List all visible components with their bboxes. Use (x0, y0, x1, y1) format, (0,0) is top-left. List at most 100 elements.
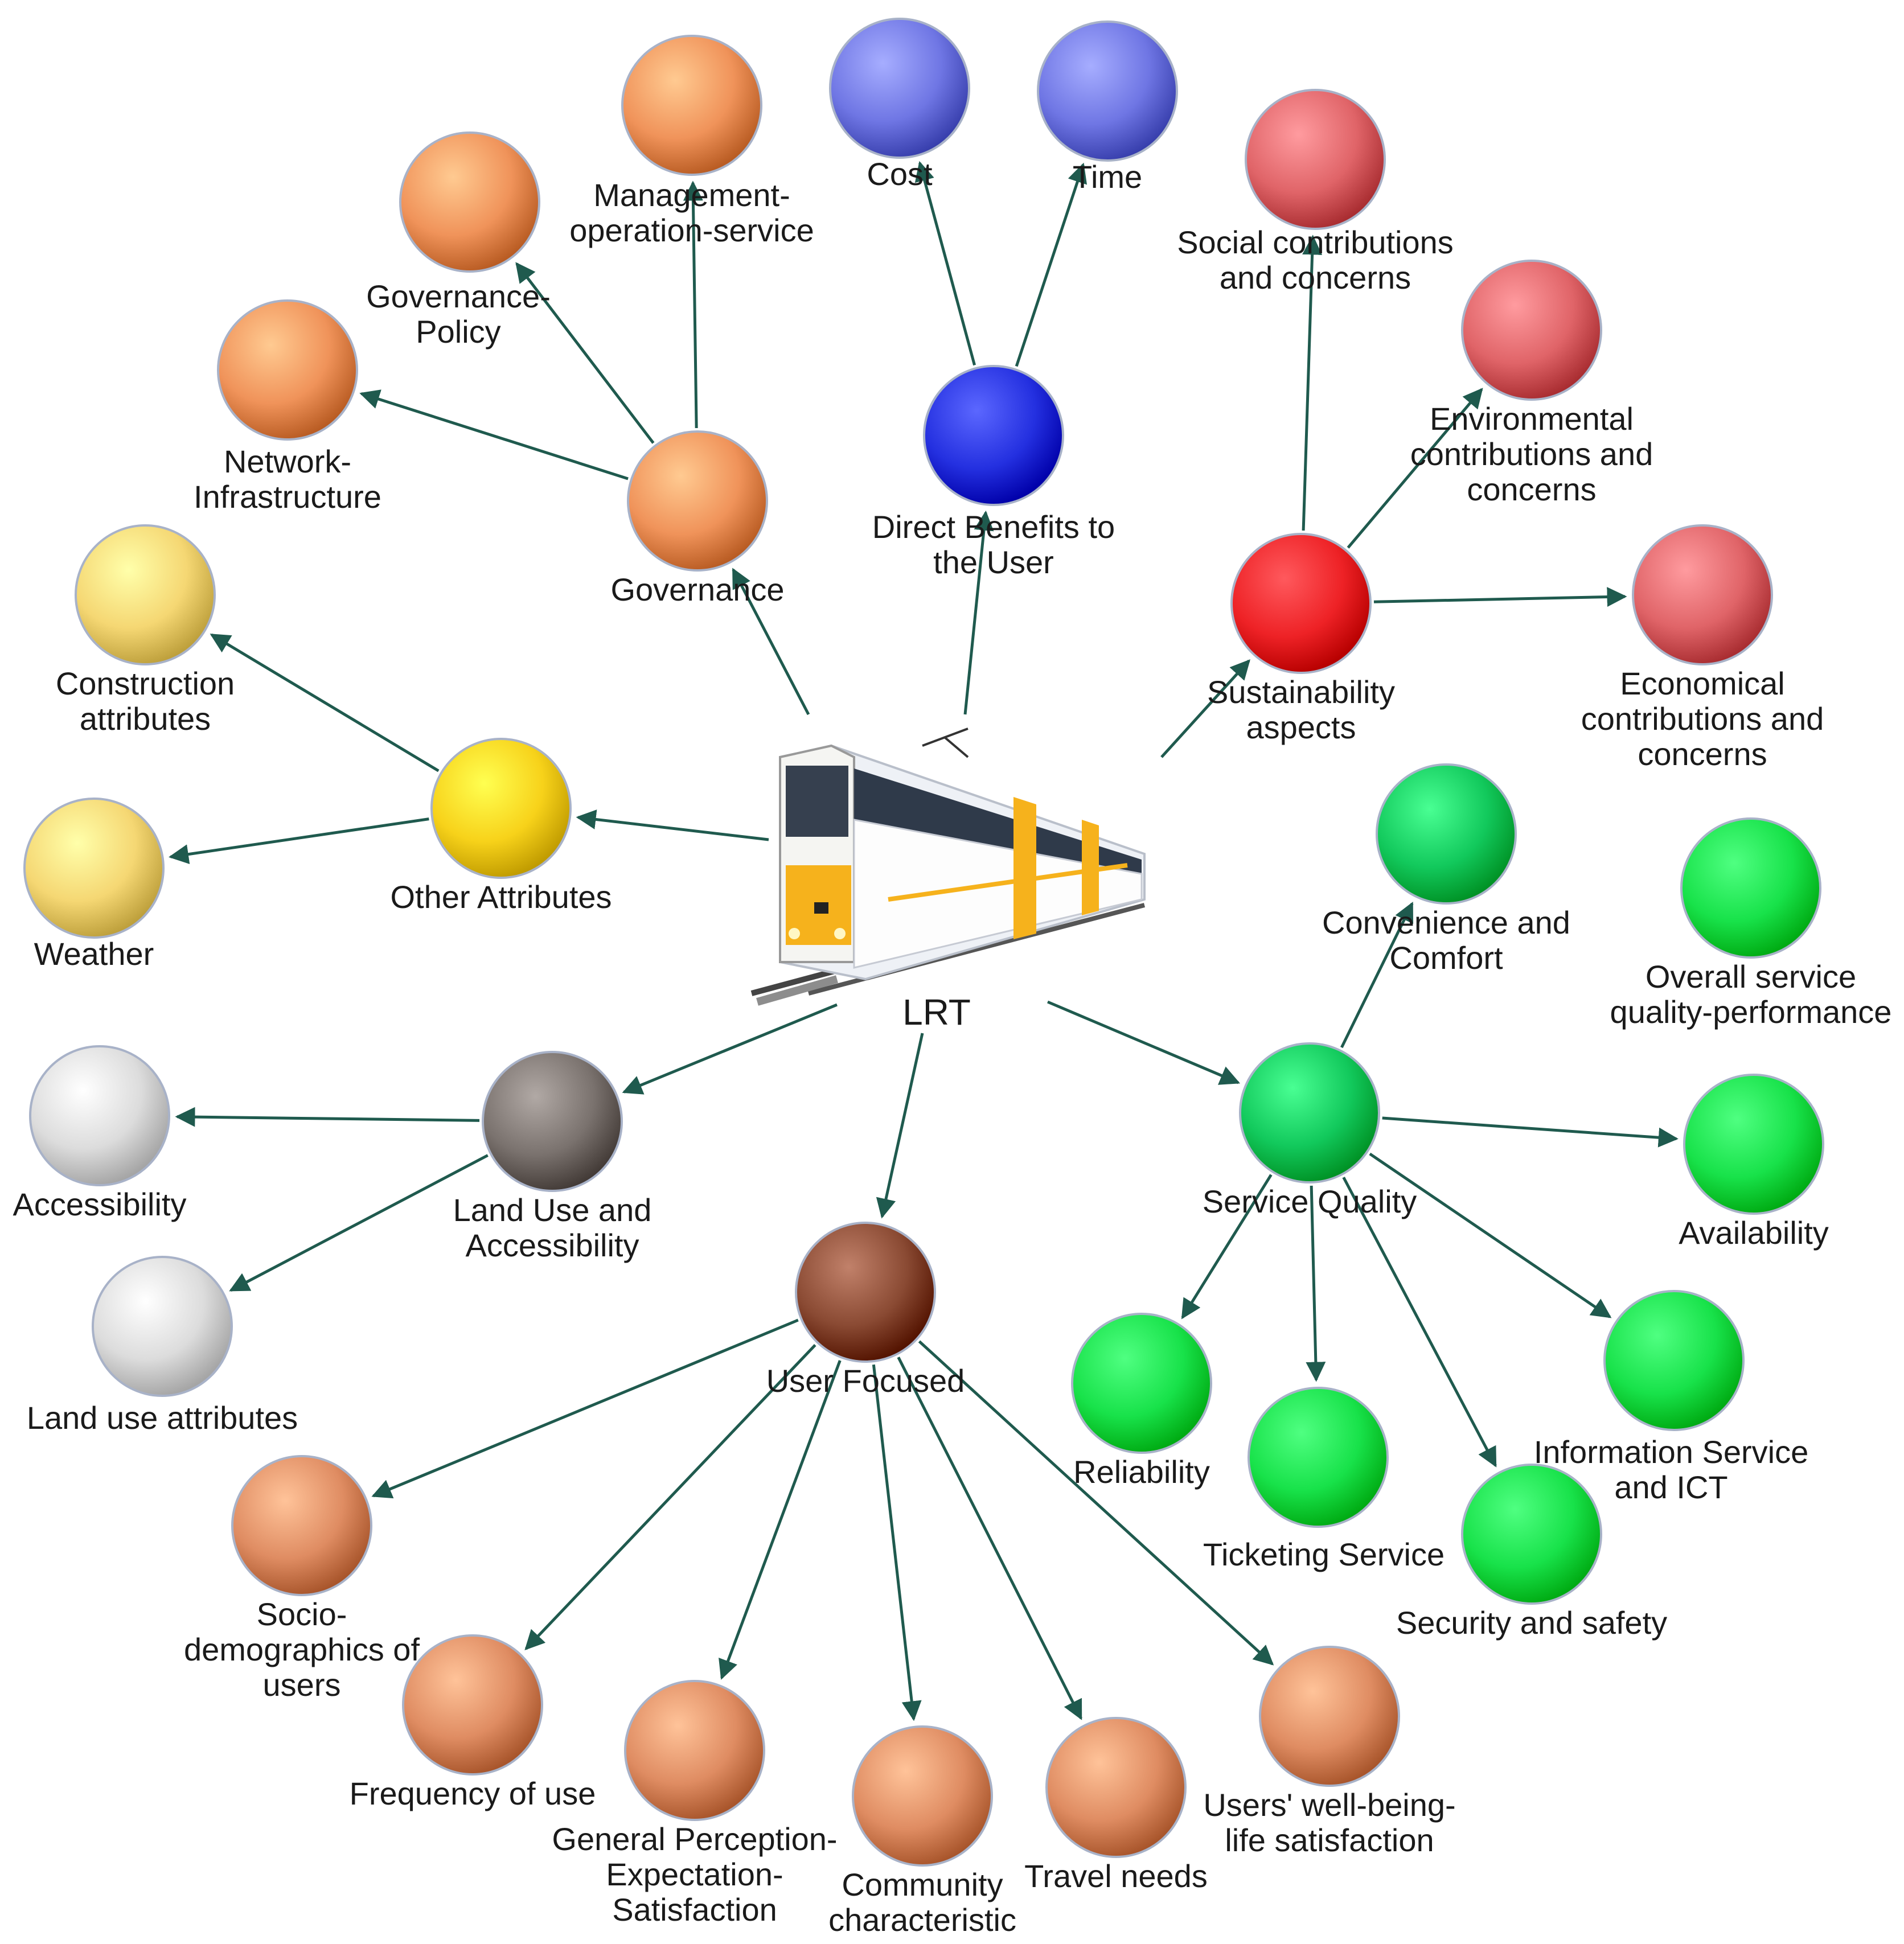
label-line: users (263, 1667, 341, 1703)
node-governance[interactable] (627, 430, 768, 572)
node-time[interactable] (1037, 20, 1178, 162)
label-line: Reliability (1073, 1454, 1210, 1490)
edge-service-quality-to-ticketing (1306, 1185, 1326, 1382)
label-line: Security and safety (1396, 1605, 1667, 1641)
label-line: Sustainability (1207, 674, 1395, 710)
edge-governance-to-governance-policy (515, 262, 655, 444)
edge-sustainability-to-social (1302, 235, 1323, 531)
label-line: Land Use and (453, 1192, 652, 1228)
label-line: contributions and (1581, 701, 1824, 737)
label-line: Overall service (1646, 959, 1856, 994)
node-cost[interactable] (829, 18, 970, 159)
nodes-layer (23, 18, 1824, 1867)
node-general-perception[interactable] (624, 1680, 765, 1821)
label-line: characteristic (828, 1902, 1016, 1938)
label-line: Satisfaction (612, 1892, 777, 1927)
label-line: Social contributions (1177, 224, 1454, 260)
label-wellbeing: Users' well-being-life satisfaction (1203, 1787, 1455, 1858)
node-social[interactable] (1245, 89, 1386, 230)
edge-governance-to-management-operation-service (683, 180, 703, 429)
label-line: Socio- (257, 1596, 347, 1632)
node-ticketing[interactable] (1248, 1387, 1389, 1528)
edge-center-to-service-quality (1047, 1000, 1241, 1085)
node-network-infrastructure[interactable] (217, 299, 358, 441)
edge-land-use-accessibility-to-accessibility (175, 1107, 480, 1127)
node-weather[interactable] (23, 798, 165, 939)
edge-direct-benefits-to-time (1015, 162, 1088, 367)
edge-sustainability-to-economical (1373, 587, 1627, 607)
node-environmental[interactable] (1461, 260, 1602, 401)
label-line: Accessibility (13, 1186, 187, 1222)
node-land-use-accessibility[interactable] (482, 1051, 623, 1192)
label-governance: Governance (610, 572, 784, 607)
label-security: Security and safety (1396, 1605, 1667, 1641)
edge-center-to-sustainability (1160, 659, 1250, 758)
node-governance-policy[interactable] (399, 131, 540, 273)
node-land-use-attributes[interactable] (92, 1256, 233, 1397)
label-line: Other Attributes (390, 879, 612, 915)
node-wellbeing[interactable] (1259, 1646, 1400, 1787)
label-line: demographics of (184, 1631, 420, 1667)
edge-user-focused-to-travel-needs (897, 1357, 1082, 1720)
edge-user-focused-to-general-perception (719, 1360, 842, 1680)
node-reliability[interactable] (1071, 1313, 1212, 1454)
node-other-attributes[interactable] (430, 738, 572, 879)
node-service-quality[interactable] (1239, 1042, 1380, 1183)
label-line: concerns (1467, 471, 1596, 507)
label-line: Management- (593, 177, 790, 213)
label-line: General Perception- (552, 1821, 837, 1857)
node-construction[interactable] (75, 524, 216, 665)
edge-service-quality-to-convenience (1340, 901, 1414, 1049)
node-travel-needs[interactable] (1045, 1717, 1187, 1858)
label-network-infrastructure: Network-Infrastructure (194, 443, 381, 515)
label-line: Travel needs (1024, 1858, 1208, 1894)
node-economical[interactable] (1632, 524, 1773, 665)
edge-governance-to-network-infrastructure (359, 389, 629, 480)
node-direct-benefits[interactable] (923, 365, 1064, 506)
node-convenience[interactable] (1376, 763, 1517, 905)
edge-center-to-other-attributes (576, 809, 769, 841)
label-line: Construction (56, 665, 235, 701)
label-line: Service Quality (1203, 1183, 1417, 1219)
label-general-perception: General Perception-Expectation-Satisfact… (552, 1821, 837, 1927)
labels-layer: GovernanceGovernance-PolicyManagement-op… (13, 156, 1892, 1938)
node-user-focused[interactable] (795, 1222, 936, 1363)
edge-center-to-direct-benefits (963, 510, 994, 715)
edge-service-quality-to-availability (1382, 1116, 1679, 1148)
label-service-quality: Service Quality (1203, 1183, 1417, 1219)
node-overall-service[interactable] (1680, 817, 1821, 959)
label-reliability: Reliability (1073, 1454, 1210, 1490)
label-line: aspects (1246, 709, 1356, 745)
label-line: Information Service (1534, 1434, 1808, 1470)
node-socio-demographics[interactable] (231, 1455, 372, 1596)
label-line: operation-service (569, 212, 814, 248)
label-line: Convenience and (1322, 905, 1570, 940)
label-line: Direct Benefits to (872, 509, 1115, 545)
node-accessibility[interactable] (29, 1045, 170, 1186)
label-line: Frequency of use (350, 1776, 596, 1811)
label-line: Weather (34, 936, 154, 972)
edge-user-focused-to-community (872, 1364, 922, 1721)
node-management-operation-service[interactable] (621, 35, 762, 176)
node-frequency[interactable] (402, 1634, 543, 1776)
edge-center-to-governance (732, 568, 810, 716)
node-community[interactable] (852, 1725, 993, 1867)
edge-center-to-user-focused (876, 1033, 924, 1219)
edge-sustainability-to-environmental (1347, 388, 1483, 549)
node-sustainability[interactable] (1230, 533, 1372, 674)
label-line: Community (842, 1867, 1003, 1902)
node-security[interactable] (1461, 1464, 1602, 1605)
label-travel-needs: Travel needs (1024, 1858, 1208, 1894)
label-frequency: Frequency of use (350, 1776, 596, 1811)
node-information[interactable] (1603, 1290, 1745, 1431)
train-body (779, 728, 1146, 981)
edge-service-quality-to-information (1369, 1152, 1612, 1318)
node-availability[interactable] (1683, 1074, 1824, 1215)
